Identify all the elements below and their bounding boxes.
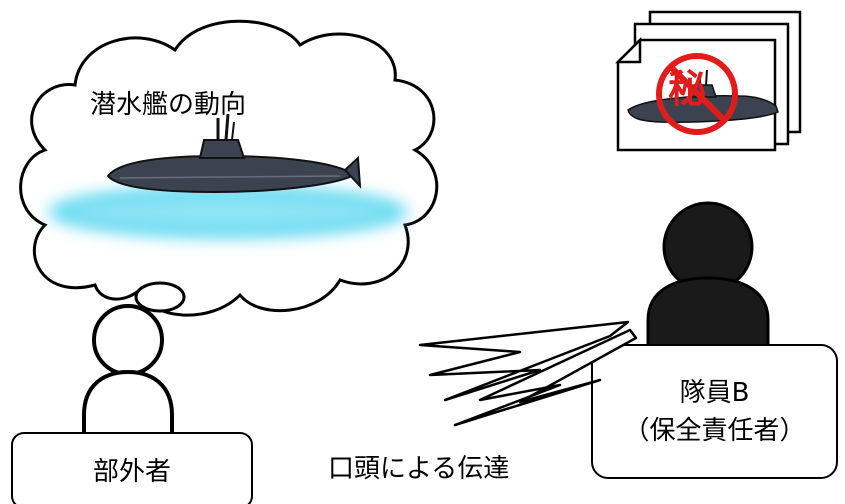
transmission-label: 口頭による伝達 — [328, 454, 510, 484]
thought-title: 潜水艦の動向 — [90, 90, 247, 120]
outsider-label: 部外者 — [92, 457, 171, 487]
speech-zigzag-icon — [418, 320, 638, 427]
person-silhouette-icon — [646, 201, 770, 352]
secret-document-icon — [614, 10, 802, 152]
outsider-label-box — [11, 432, 253, 504]
water-glow — [48, 186, 408, 238]
submarine-icon — [106, 113, 362, 194]
secret-stamp: 秘 — [668, 67, 707, 111]
person-outline-icon — [82, 304, 174, 440]
member-label-line1: 隊員B — [679, 378, 750, 408]
member-label-line2: （保全責任者） — [623, 416, 806, 446]
member-label-box — [591, 344, 838, 479]
